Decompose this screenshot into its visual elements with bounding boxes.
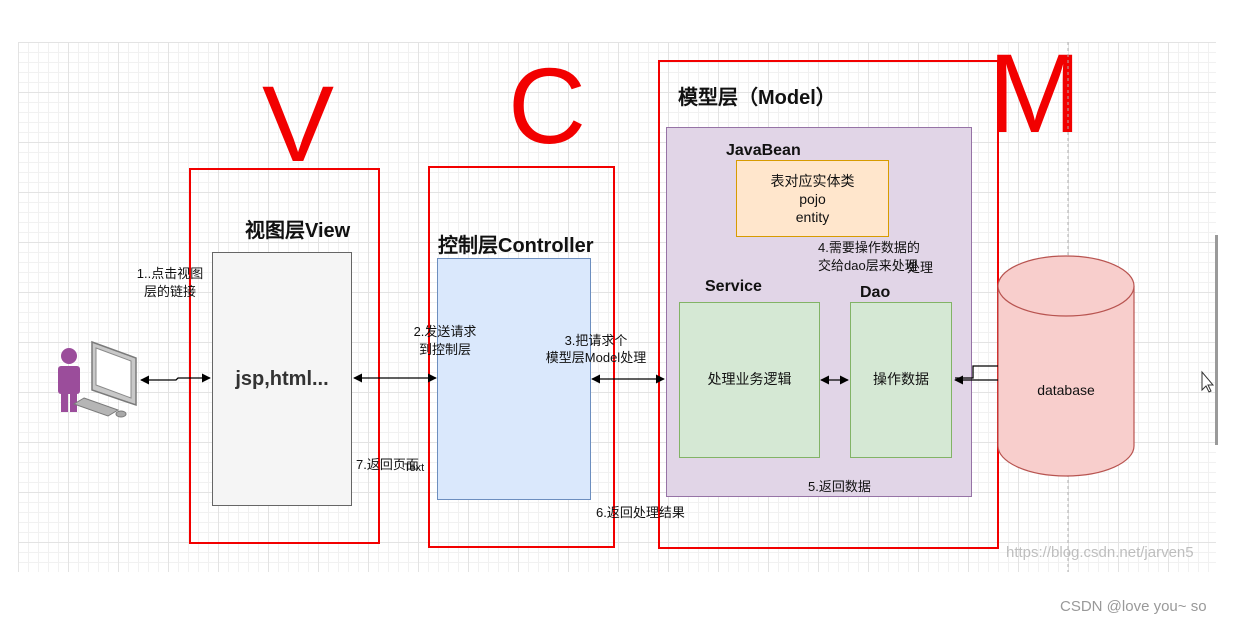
arrow-user-view bbox=[140, 373, 211, 385]
arrow-dao-db-line bbox=[955, 365, 998, 379]
step-2-line-2: 到控制层 bbox=[418, 342, 471, 357]
dao-text: 操作数据 bbox=[873, 371, 929, 387]
right-edge-bar bbox=[1215, 235, 1218, 445]
step-3-line-1: 3.把请求个 bbox=[564, 333, 628, 348]
view-box bbox=[212, 252, 352, 506]
database-cylinder bbox=[997, 255, 1135, 477]
service-box bbox=[679, 302, 820, 458]
view-content: jsp,html... bbox=[235, 368, 329, 390]
javabean-line-3: entity bbox=[795, 209, 830, 225]
footer-credit: CSDN @love you~ so bbox=[1060, 598, 1207, 615]
letter-m: M bbox=[988, 31, 1082, 156]
cursor-icon bbox=[1201, 370, 1215, 393]
step-1-line-2: 层的链接 bbox=[143, 284, 196, 299]
service-label: Service bbox=[705, 278, 762, 295]
step-5: 5.返回数据 bbox=[808, 479, 871, 494]
step-4-line-2: 交给dao层来处理 bbox=[818, 258, 918, 273]
database-label: database bbox=[1037, 382, 1095, 398]
step-6: 6.返回处理结果 bbox=[596, 505, 685, 520]
javabean-label: JavaBean bbox=[726, 142, 801, 159]
step-1-line-1: 1..点击视图 bbox=[136, 266, 204, 281]
controller-title: 控制层Controller bbox=[438, 235, 594, 257]
javabean-line-2: pojo bbox=[799, 191, 826, 207]
step-4-line-1: 4.需要操作数据的 bbox=[818, 240, 920, 255]
controller-frame bbox=[428, 166, 615, 548]
dao-label: Dao bbox=[860, 284, 891, 301]
javabean-line-1: 表对应实体类 bbox=[770, 173, 855, 189]
javabean-box bbox=[736, 160, 889, 237]
view-title: 视图层View bbox=[245, 220, 351, 242]
user-icon bbox=[58, 348, 80, 412]
controller-box bbox=[437, 258, 591, 500]
letter-c: C bbox=[508, 45, 586, 166]
model-title: 模型层（Model） bbox=[678, 87, 836, 109]
step-3-line-2: 模型层Model处理 bbox=[545, 350, 647, 365]
step-2-line-1: 2.发送请求 bbox=[413, 324, 477, 339]
step-7-overlap: Text bbox=[404, 462, 425, 474]
service-text: 处理业务逻辑 bbox=[707, 371, 792, 387]
view-frame bbox=[189, 168, 380, 544]
watermark: https://blog.csdn.net/jarven5 bbox=[1006, 544, 1194, 561]
computer-icon bbox=[72, 340, 137, 418]
step-7: 7.返回页面 bbox=[356, 457, 419, 472]
letter-v: V bbox=[262, 63, 335, 184]
dao-box bbox=[850, 302, 952, 458]
step-4-overlap: 处理 bbox=[907, 260, 934, 275]
